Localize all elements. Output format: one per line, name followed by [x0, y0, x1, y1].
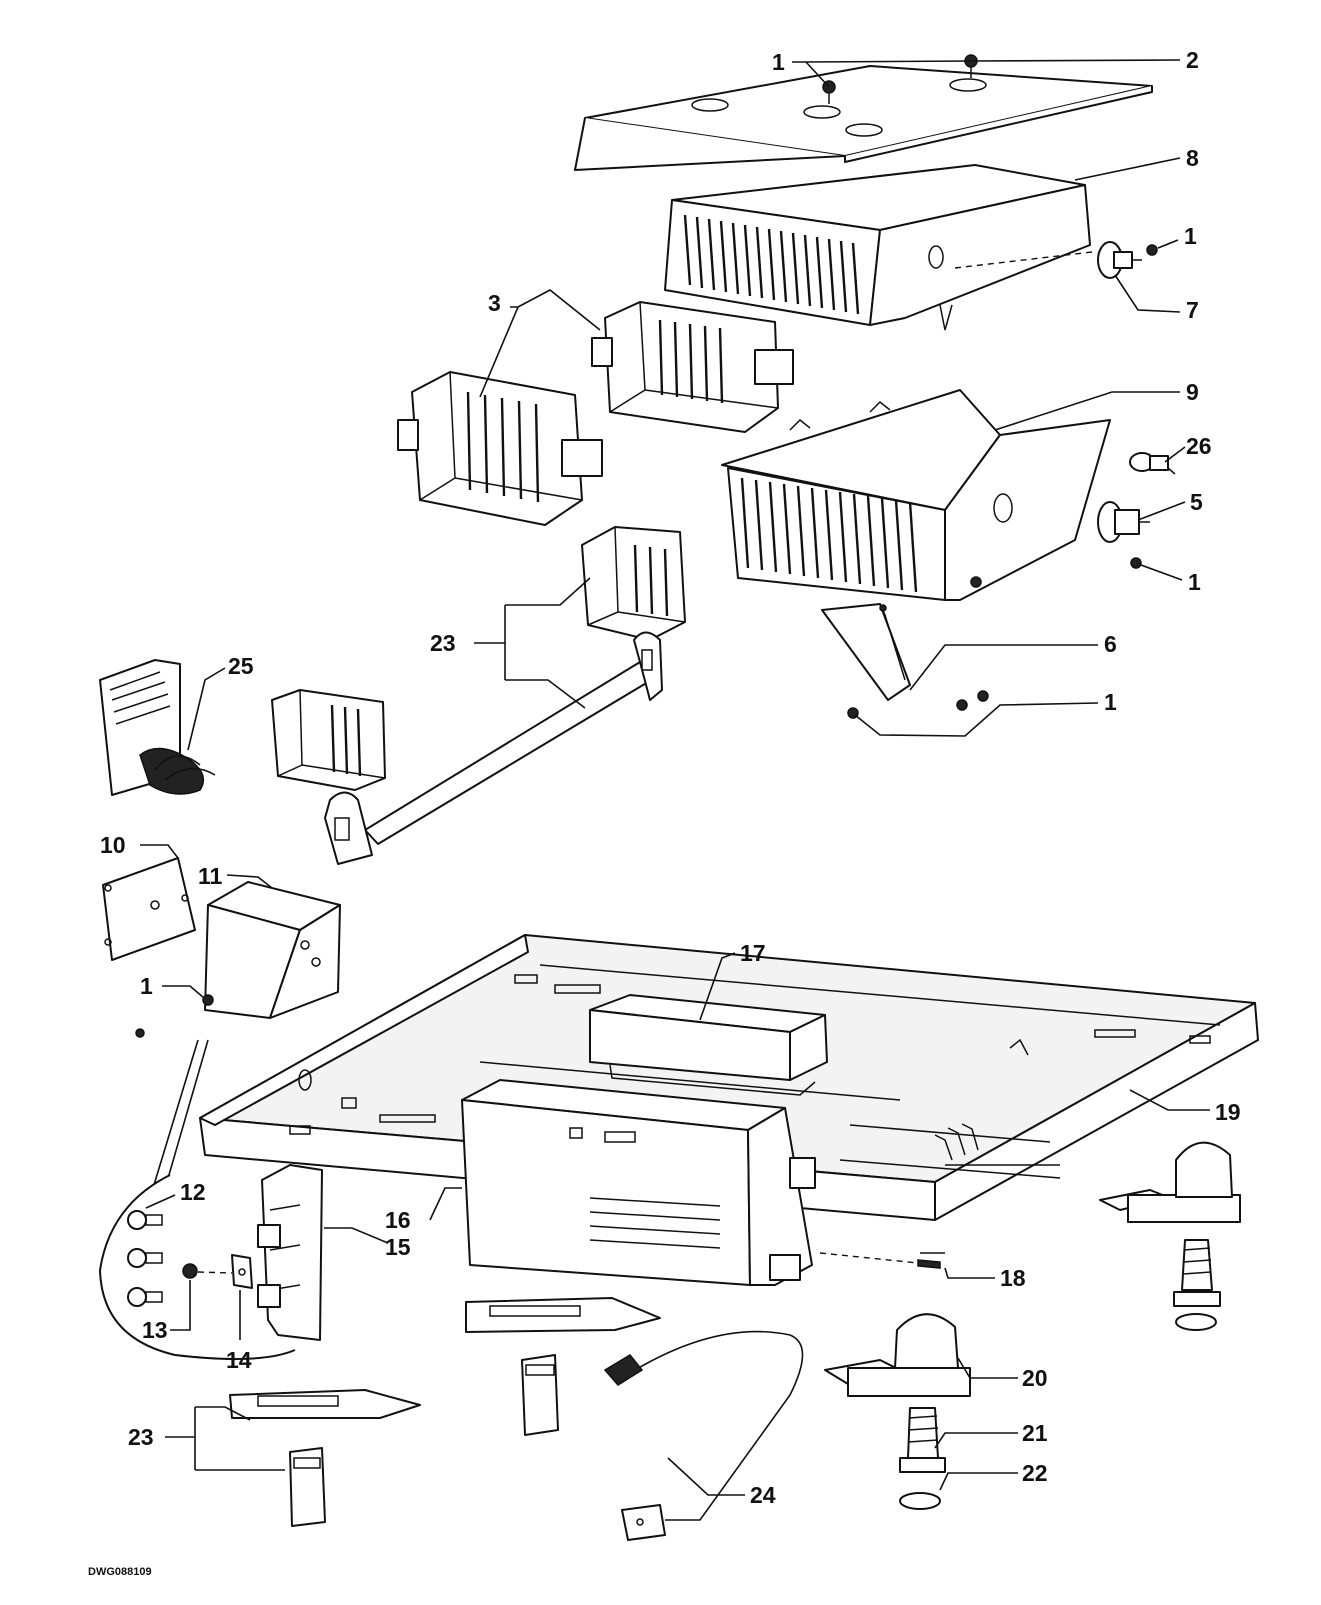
- callout-9: 9: [1186, 379, 1199, 405]
- callout-18: 18: [1000, 1265, 1026, 1291]
- part-heater-module-front: [397, 371, 603, 526]
- part-control-box: [589, 994, 828, 1096]
- leader-lines: [140, 59, 1210, 1496]
- callout-12: 12: [180, 1179, 206, 1205]
- part-lamp-holder-right: [1099, 1141, 1241, 1331]
- screw-junction-box: [202, 994, 214, 1006]
- part-cover-plate: [102, 857, 196, 961]
- screws-detail-12: [127, 1210, 163, 1307]
- callout-1-bracket: 1: [1104, 689, 1117, 715]
- part-screw-18: [819, 1252, 941, 1269]
- callout-1-lower-thermostat: 1: [1188, 569, 1201, 595]
- part-control-unit: [461, 1079, 816, 1286]
- part-junction-box: [204, 881, 341, 1019]
- callout-10: 10: [100, 832, 126, 858]
- drawing-id: DWG088109: [88, 1566, 152, 1578]
- part-top-cover: [574, 65, 1153, 171]
- callout-7: 7: [1186, 297, 1199, 323]
- part-lamp-holder-front: [824, 1313, 971, 1510]
- callout-19: 19: [1215, 1099, 1241, 1125]
- callout-11: 11: [198, 863, 223, 889]
- callout-21: 21: [1022, 1420, 1048, 1446]
- callout-1-junction: 1: [140, 973, 153, 999]
- callout-3: 3: [488, 290, 501, 316]
- part-thermostat-5: [1097, 501, 1150, 543]
- part-wiring-harness: [99, 659, 216, 796]
- callout-24: 24: [750, 1482, 776, 1508]
- callout-22: 22: [1022, 1460, 1048, 1486]
- washer-loose: [135, 1028, 145, 1038]
- part-relay-box: [271, 689, 386, 791]
- part-switch-cap-middle: [465, 1297, 661, 1436]
- callout-13: 13: [142, 1317, 168, 1343]
- callout-6: 6: [1104, 631, 1117, 657]
- callout-2: 2: [1186, 47, 1199, 73]
- part-switch-cap-left: [229, 1389, 421, 1527]
- part-lower-housing: [721, 389, 1111, 601]
- callout-1-top: 1: [772, 49, 785, 75]
- part-thermostat-26: [1129, 452, 1176, 475]
- callout-8: 8: [1186, 145, 1199, 171]
- clip-detail-14: [197, 1254, 253, 1289]
- callout-23-lower: 23: [128, 1424, 154, 1450]
- part-bracket: [821, 603, 911, 701]
- screw-thermostat-upper: [1146, 244, 1158, 256]
- part-thermostat-upper: [954, 241, 1142, 279]
- callout-20: 20: [1022, 1365, 1048, 1391]
- screw-thermostat-lower: [1130, 557, 1142, 569]
- nut-detail-13: [182, 1263, 198, 1279]
- callout-labels: 1 2 8 1 7 3 9 26 5 1 23 6 25 1 10 11 17 …: [88, 47, 1241, 1578]
- part-heater-module-rear: [591, 301, 794, 433]
- callout-17: 17: [740, 940, 766, 966]
- callout-25: 25: [228, 653, 254, 679]
- callout-14: 14: [226, 1347, 252, 1373]
- callout-1-thermostat: 1: [1184, 223, 1197, 249]
- screws-bracket: [847, 690, 989, 719]
- screw-lower-housing: [970, 576, 982, 588]
- callout-5: 5: [1190, 489, 1203, 515]
- part-upper-housing: [664, 164, 1091, 331]
- part-sensor-cable: [603, 1330, 804, 1541]
- callout-26: 26: [1186, 433, 1212, 459]
- callout-15: 15: [385, 1234, 411, 1260]
- detail-magnifier: [99, 1039, 323, 1360]
- callout-23-upper: 23: [430, 630, 456, 656]
- part-switch-module: [581, 526, 686, 641]
- callout-16: 16: [385, 1207, 411, 1233]
